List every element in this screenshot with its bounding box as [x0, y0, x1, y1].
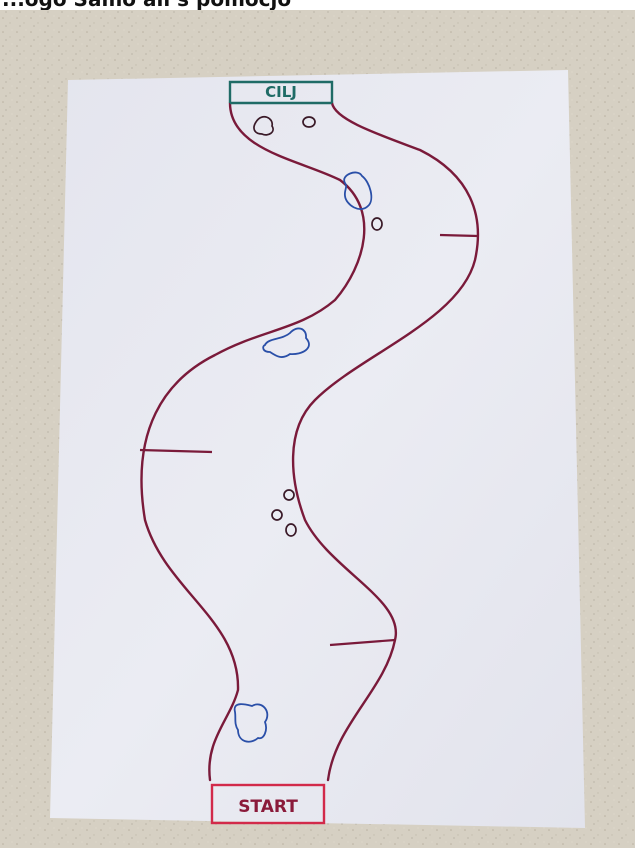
finish-label: CILJ: [265, 83, 297, 101]
paper-sheet: [50, 70, 585, 828]
road-divider-1: [440, 235, 478, 236]
start-label: START: [238, 797, 298, 817]
